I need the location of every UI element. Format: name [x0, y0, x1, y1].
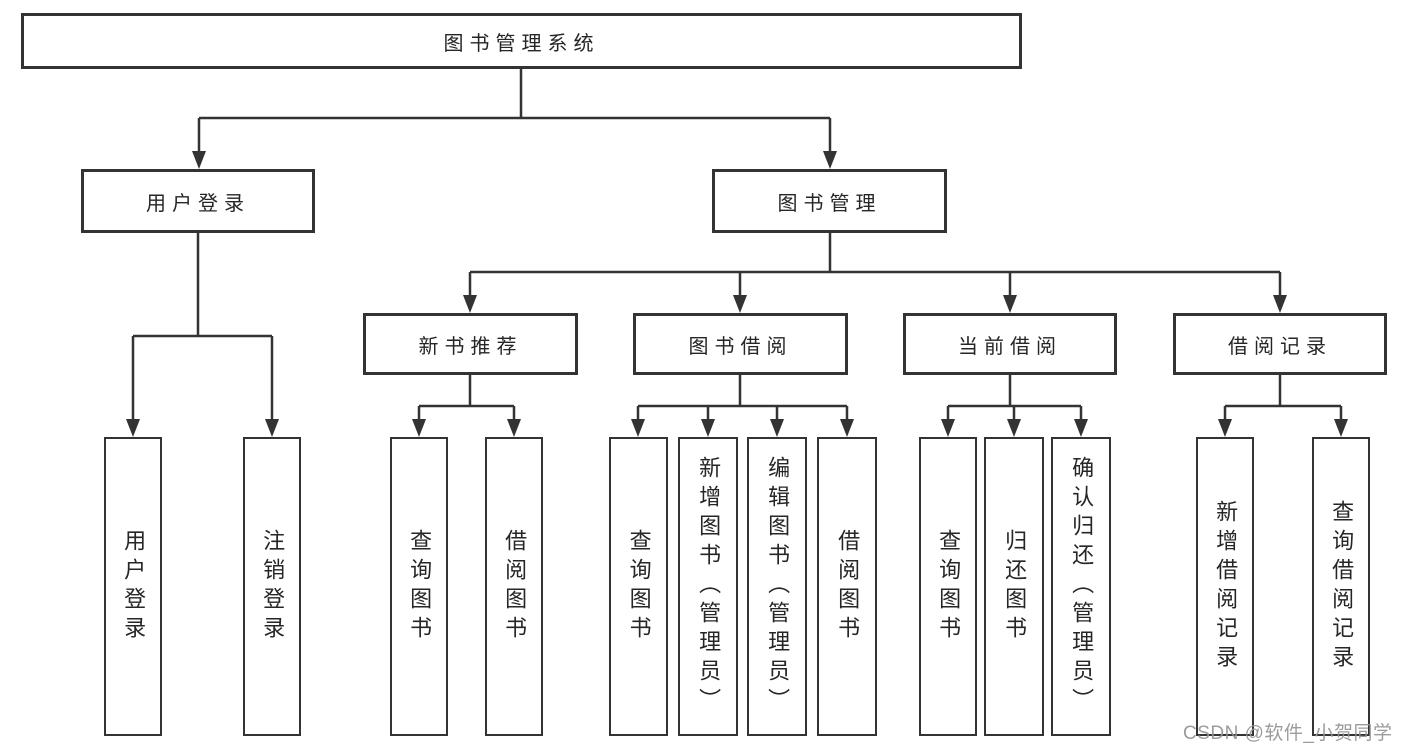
node-book-management: 图书管理: [712, 169, 947, 233]
leaf-logout-label: 注销登录: [260, 528, 286, 645]
leaf-add-book-admin: 新增图书（管理员）: [678, 437, 738, 736]
leaf-edit-book-admin-label: 编辑图书（管理员）: [765, 456, 791, 717]
leaf-borrow-books-borrowing: 借阅图书: [817, 437, 877, 736]
node-borrowing-records-label: 借阅记录: [1228, 335, 1332, 358]
node-library-system: 图书管理系统: [21, 13, 1022, 69]
leaf-confirm-return-admin-label: 确认归还（管理员）: [1069, 456, 1095, 717]
leaf-add-borrow-record: 新增借阅记录: [1196, 437, 1254, 736]
leaf-query-books-recommend: 查询图书: [390, 437, 448, 736]
leaf-return-book: 归还图书: [984, 437, 1044, 736]
leaf-add-borrow-record-label: 新增借阅记录: [1213, 499, 1239, 674]
leaf-confirm-return-admin: 确认归还（管理员）: [1051, 437, 1111, 736]
node-book-borrowing: 图书借阅: [633, 313, 848, 375]
node-current-borrowing-label: 当前借阅: [958, 335, 1062, 358]
leaf-edit-book-admin: 编辑图书（管理员）: [747, 437, 807, 736]
leaf-query-books-recommend-label: 查询图书: [407, 528, 433, 645]
node-user-login: 用户登录: [81, 169, 315, 233]
node-book-borrowing-label: 图书借阅: [688, 335, 793, 358]
leaf-query-books-current: 查询图书: [919, 437, 977, 736]
csdn-watermark: CSDN @软件_小贺同学: [1183, 723, 1393, 744]
leaf-borrow-books-recommend: 借阅图书: [485, 437, 543, 736]
leaf-user-login-label: 用户登录: [121, 528, 147, 645]
leaf-query-books-borrowing: 查询图书: [609, 437, 668, 736]
leaf-query-books-borrowing-label: 查询图书: [626, 528, 652, 645]
node-user-login-label: 用户登录: [146, 192, 250, 215]
leaf-query-books-current-label: 查询图书: [936, 528, 962, 645]
leaf-logout: 注销登录: [243, 437, 301, 736]
node-library-system-label: 图书管理系统: [443, 32, 600, 55]
node-book-management-label: 图书管理: [777, 192, 882, 215]
leaf-add-book-admin-label: 新增图书（管理员）: [696, 456, 722, 717]
leaf-borrow-books-recommend-label: 借阅图书: [502, 528, 528, 645]
leaf-return-book-label: 归还图书: [1002, 528, 1028, 645]
leaf-query-borrow-record-label: 查询借阅记录: [1329, 499, 1355, 674]
node-current-borrowing: 当前借阅: [903, 313, 1117, 375]
node-borrowing-records: 借阅记录: [1173, 313, 1387, 375]
leaf-borrow-books-borrowing-label: 借阅图书: [835, 528, 861, 645]
leaf-user-login: 用户登录: [104, 437, 162, 736]
node-new-book-recommendation: 新书推荐: [363, 313, 578, 375]
leaf-query-borrow-record: 查询借阅记录: [1312, 437, 1370, 736]
node-new-book-recommendation-label: 新书推荐: [418, 335, 523, 358]
